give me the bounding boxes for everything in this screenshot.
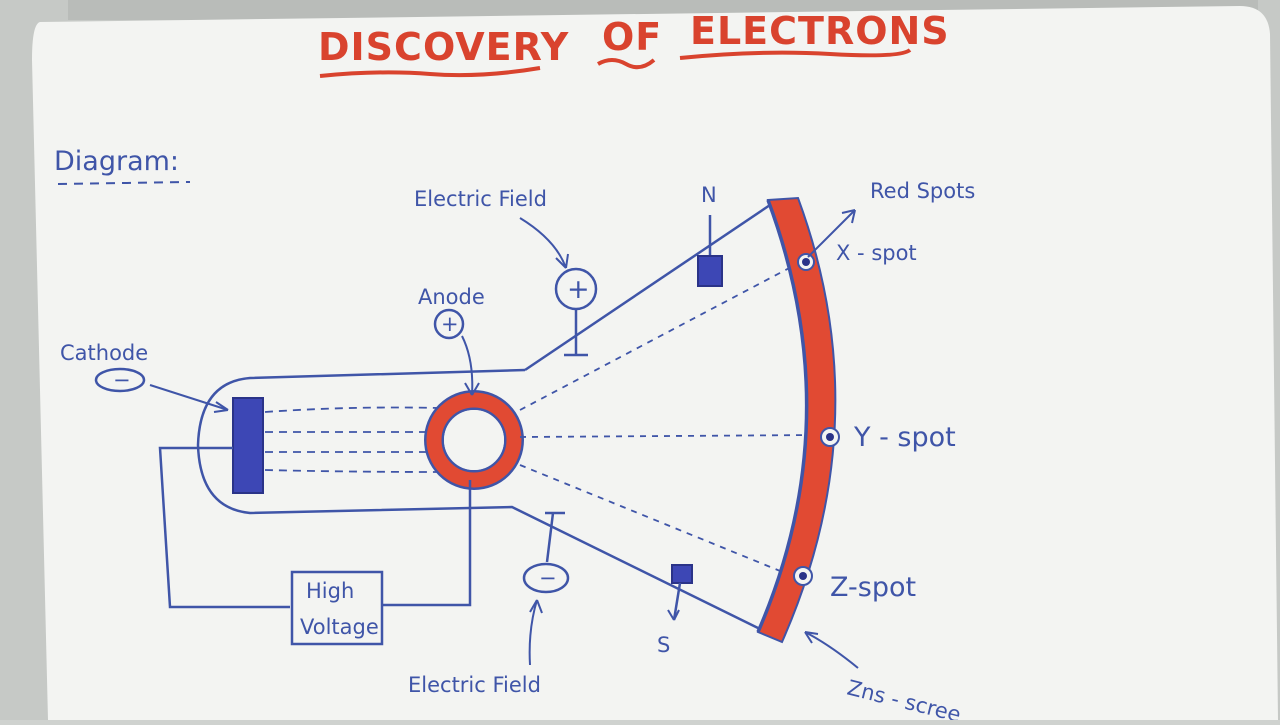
x-spot-dot bbox=[802, 258, 810, 266]
z-spot-dot bbox=[799, 572, 807, 580]
title-word-discovery: DISCOVERY bbox=[318, 25, 569, 69]
cathode-arrowhead bbox=[213, 401, 229, 413]
title-word-of: OF bbox=[602, 15, 662, 59]
title-underline-2 bbox=[597, 58, 656, 70]
anode-pointer-arrow bbox=[461, 335, 474, 396]
anode-hole bbox=[444, 410, 504, 470]
south-magnet bbox=[671, 564, 693, 584]
ray-to-z bbox=[519, 464, 791, 576]
north-magnet bbox=[697, 255, 723, 287]
south-pole-label: S bbox=[657, 633, 670, 657]
red-spots-arrow bbox=[807, 209, 856, 258]
heading-underline bbox=[57, 181, 191, 185]
electric-field-top-label: Electric Field bbox=[414, 187, 547, 211]
anode-sign-circle bbox=[433, 308, 465, 340]
ray-to-y bbox=[519, 434, 821, 438]
electric-field-bottom-arrowhead bbox=[529, 599, 543, 614]
cathode-plate bbox=[232, 397, 264, 494]
circuit-wires bbox=[158, 446, 472, 609]
zns-screen-edge bbox=[756, 199, 809, 633]
board-surface bbox=[32, 6, 1278, 720]
cathode-pointer-arrow bbox=[149, 384, 229, 411]
electric-field-bottom-arrow bbox=[528, 599, 538, 666]
tube-upper-flare bbox=[524, 203, 771, 372]
red-spots-label: Red Spots bbox=[870, 179, 975, 203]
screen-arrowhead bbox=[804, 631, 819, 644]
high-voltage-box bbox=[290, 570, 384, 646]
ray-to-x bbox=[519, 264, 796, 411]
south-pole-arrowhead bbox=[667, 609, 680, 621]
cathode-label: Cathode bbox=[60, 341, 148, 365]
anode-arrowhead bbox=[464, 382, 480, 396]
high-voltage-label-1: High bbox=[306, 579, 354, 603]
ray-4 bbox=[264, 469, 441, 473]
electric-field-top-arrowhead bbox=[555, 253, 569, 269]
high-voltage-label-2: Voltage bbox=[300, 615, 379, 639]
electric-field-bottom-label: Electric Field bbox=[408, 673, 541, 697]
title: DISCOVERY OF ELECTRONS bbox=[318, 9, 950, 78]
anode-sign: + bbox=[441, 312, 459, 336]
electric-plate-top-sign: + bbox=[567, 274, 590, 305]
cathode-rays bbox=[264, 406, 441, 473]
y-spot-dot bbox=[826, 433, 834, 441]
electric-plate-bottom-sign: − bbox=[539, 566, 557, 590]
electric-field-top-arrow bbox=[519, 217, 567, 269]
south-pole-stem bbox=[672, 582, 682, 621]
x-spot-label: X - spot bbox=[836, 241, 917, 265]
cathode-sign-circle bbox=[94, 367, 146, 393]
diagram-heading: Diagram: bbox=[54, 146, 179, 177]
anode-ring bbox=[426, 392, 522, 488]
electric-plate-top bbox=[564, 309, 588, 357]
electric-plate-bottom-sign-circle bbox=[522, 562, 570, 594]
title-underline-3 bbox=[679, 48, 912, 60]
red-spots-arrowhead bbox=[841, 209, 856, 224]
deflected-rays bbox=[519, 264, 821, 576]
wire-cathode bbox=[158, 446, 290, 609]
ray-1 bbox=[264, 406, 441, 413]
screen-arrow bbox=[804, 631, 859, 669]
title-underline-1 bbox=[319, 66, 541, 78]
electric-plate-bottom bbox=[545, 511, 565, 563]
title-word-electrons: ELECTRONS bbox=[690, 9, 950, 53]
tube-outline bbox=[196, 368, 759, 630]
anode-label: Anode bbox=[418, 285, 485, 309]
wire-anode bbox=[382, 480, 472, 607]
cathode-sign: − bbox=[113, 368, 131, 392]
z-spot-label: Z-spot bbox=[830, 572, 916, 603]
north-pole-label: N bbox=[701, 183, 717, 207]
y-spot-label: Y - spot bbox=[853, 422, 956, 453]
